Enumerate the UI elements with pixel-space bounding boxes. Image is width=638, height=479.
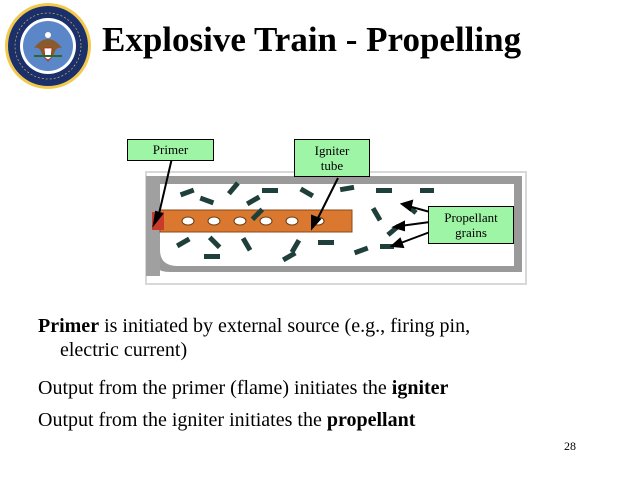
page-number: 28 xyxy=(564,439,576,453)
bullet-3-bold: propellant xyxy=(326,409,416,431)
bullet-1: Primer is initiated by external source (… xyxy=(38,314,618,362)
propellant-grains-label: Propellant grains xyxy=(428,206,514,244)
bullet-3: Output from the igniter initiates the pr… xyxy=(38,408,618,432)
bullet-2-text: Output from the primer (flame) initiates… xyxy=(38,377,392,399)
igniter-tube-label: Igniter tube xyxy=(294,139,370,177)
primer-label: Primer xyxy=(127,139,214,161)
bullet-2: Output from the primer (flame) initiates… xyxy=(38,376,618,400)
dod-seal-logo xyxy=(5,3,91,89)
bullet-1-bold: Primer xyxy=(38,315,100,337)
propellant-grains-label-line2: grains xyxy=(455,225,487,240)
igniter-tube-label-line1: Igniter xyxy=(314,143,350,158)
bullet-1-text: is initiated by external source (e.g., f… xyxy=(99,315,471,337)
bullet-1-continuation: electric current) xyxy=(60,339,188,361)
primer-label-text: Primer xyxy=(152,142,189,157)
bullet-2-bold: igniter xyxy=(391,377,449,399)
pointer-lines xyxy=(152,157,431,249)
propellant-grains xyxy=(175,181,434,263)
igniter-tube-label-line2: tube xyxy=(320,158,344,173)
bullet-3-text: Output from the igniter initiates the xyxy=(38,409,327,431)
slide-title: Explosive Train - Propelling xyxy=(102,20,522,59)
propellant-grains-label-line1: Propellant xyxy=(444,210,498,225)
